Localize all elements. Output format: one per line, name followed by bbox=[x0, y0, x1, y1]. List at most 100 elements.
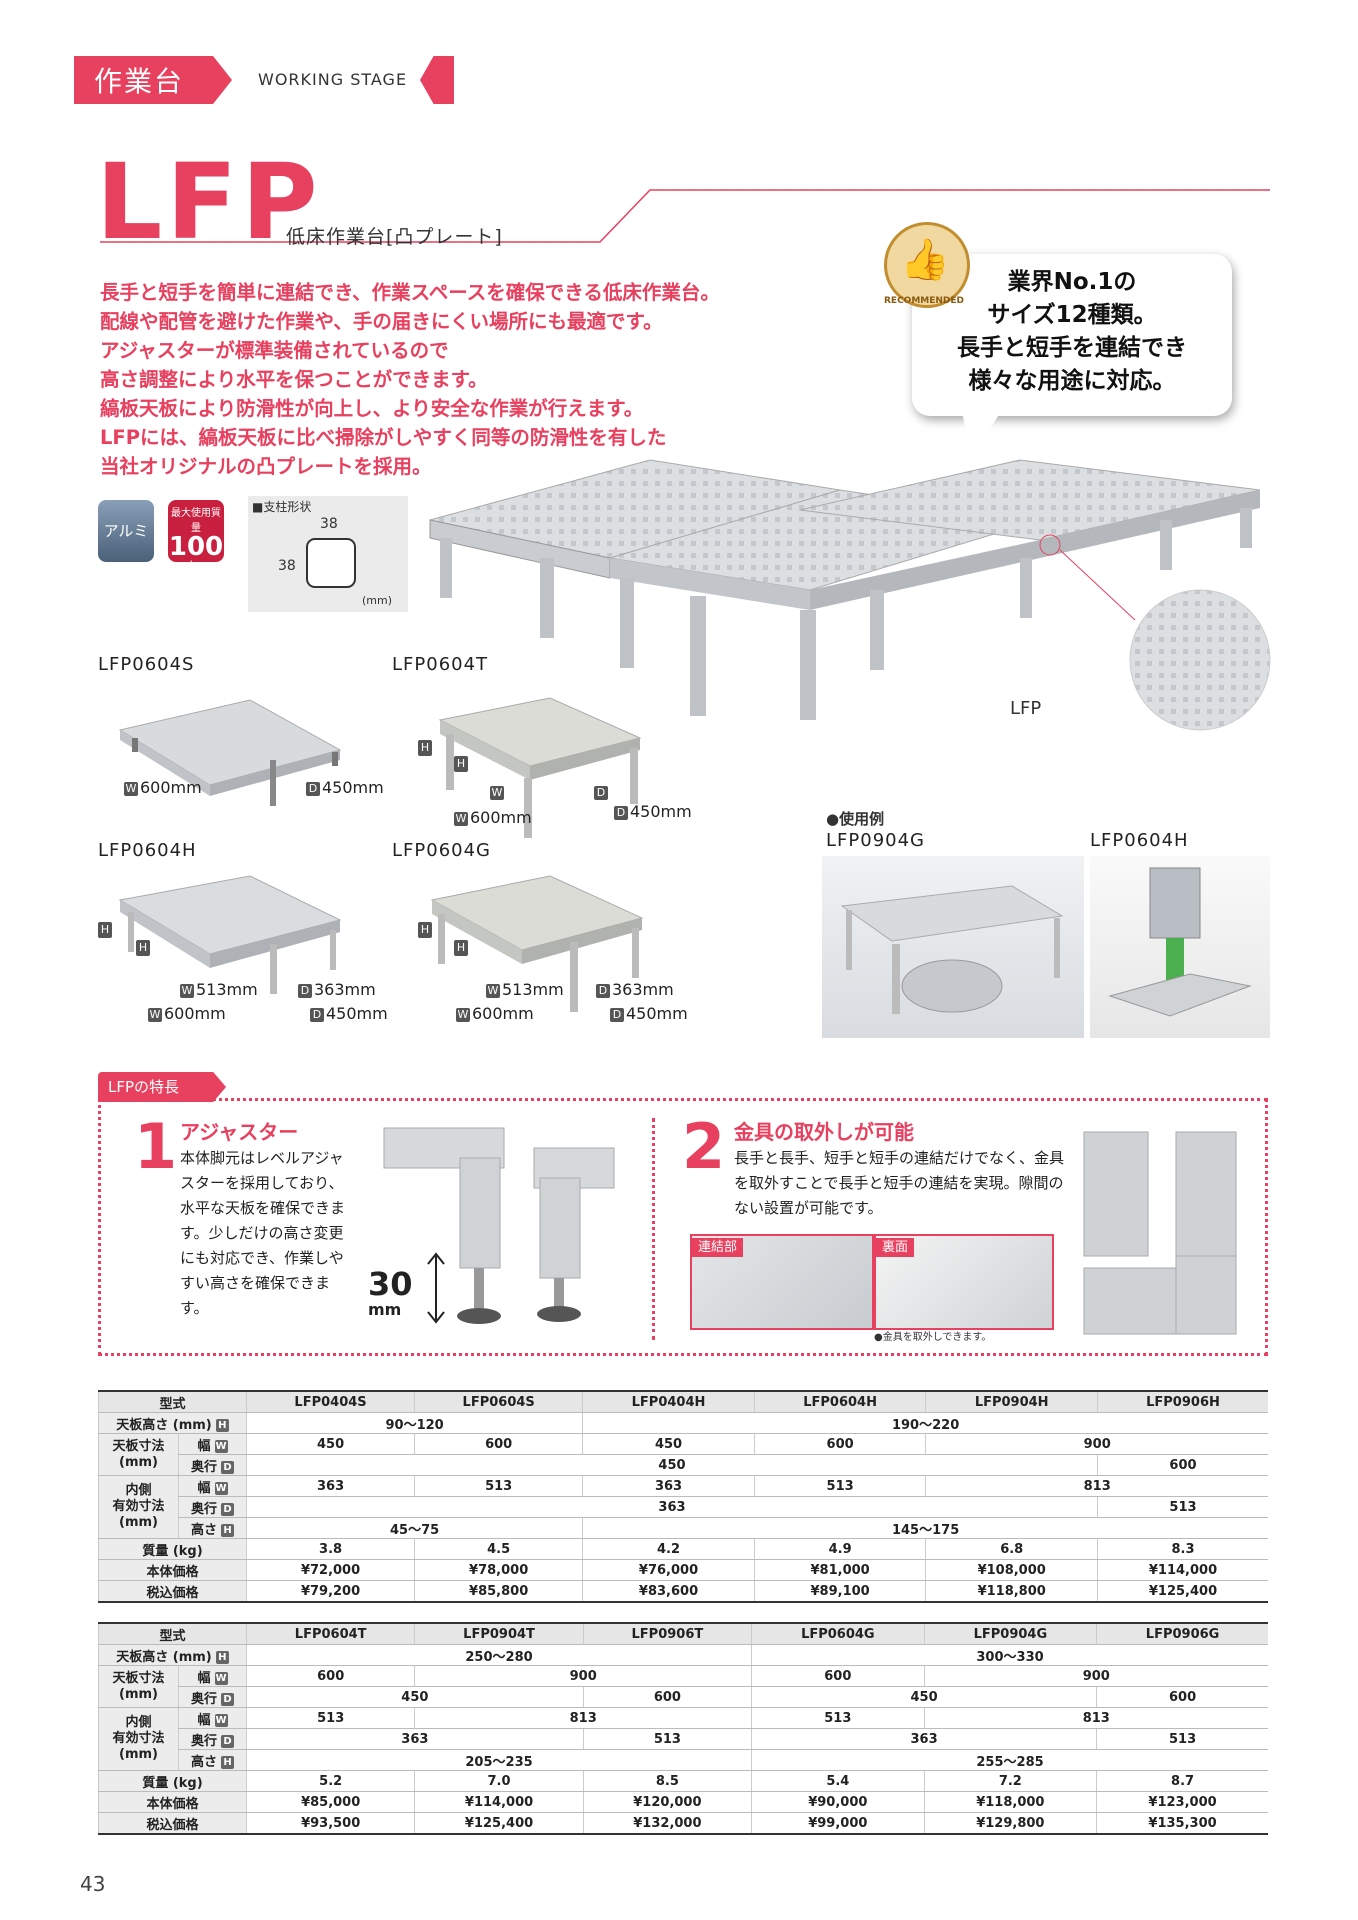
width-tag: W bbox=[214, 1713, 228, 1727]
bubble-line: 業界No.1の bbox=[1007, 269, 1137, 295]
cell: 250〜280 bbox=[245, 1644, 752, 1666]
cell: ¥79,200 bbox=[245, 1580, 415, 1603]
product-description: 長手と短手を簡単に連結でき、作業スペースを確保できる低床作業台。 配線や配管を避… bbox=[100, 278, 820, 481]
underside-tag: 裏面 bbox=[876, 1238, 915, 1257]
depth-tag: D bbox=[596, 983, 610, 998]
cell: ¥99,000 bbox=[751, 1812, 925, 1835]
recommended-seal-icon bbox=[884, 222, 970, 308]
thumbs-up-icon: 👍 bbox=[900, 237, 950, 283]
cell: 900 bbox=[925, 1433, 1268, 1455]
description-line: 配線や配管を避けた作業や、手の届きにくい場所にも最適です。 bbox=[100, 310, 663, 333]
cell: ¥72,000 bbox=[245, 1559, 415, 1581]
cell: 513 bbox=[414, 1475, 583, 1497]
model-name: LFP0604S bbox=[414, 1390, 583, 1413]
row-label-text: 天板高さ (mm) bbox=[116, 1417, 212, 1433]
usage-photo bbox=[822, 856, 1084, 1038]
depth-tag: D bbox=[221, 1502, 234, 1516]
cell: 90〜120 bbox=[245, 1412, 583, 1434]
dim-value: 513mm bbox=[196, 980, 258, 999]
variant-label: LFP0604T bbox=[392, 654, 489, 675]
width-tag: W bbox=[180, 983, 194, 998]
row-label: 本体価格 bbox=[98, 1559, 247, 1581]
usage-label: LFP0604H bbox=[1090, 830, 1189, 851]
model-name: LFP0404H bbox=[582, 1390, 755, 1413]
cell: 8.7 bbox=[1096, 1770, 1268, 1792]
variant-image bbox=[430, 875, 644, 1012]
height-tag: H bbox=[215, 1650, 229, 1664]
cell: 813 bbox=[925, 1475, 1268, 1497]
cell: ¥78,000 bbox=[414, 1559, 583, 1581]
cell: 600 bbox=[582, 1686, 752, 1708]
product-name: LFP bbox=[96, 141, 322, 263]
cell: 7.0 bbox=[414, 1770, 584, 1792]
cell: 450 bbox=[246, 1454, 1098, 1476]
material-badge: アルミ bbox=[98, 500, 154, 562]
row-label-text: 幅 bbox=[197, 1712, 211, 1728]
post-shape-title: ■支柱形状 bbox=[252, 500, 312, 514]
main-product-image bbox=[429, 459, 1271, 731]
feature-title: アジャスター bbox=[180, 1120, 299, 1144]
depth-tag: D bbox=[614, 805, 628, 820]
feature-title: 金具の取外しが可能 bbox=[734, 1120, 914, 1144]
load-unit: kg bbox=[189, 560, 203, 571]
model-name: LFP0904G bbox=[923, 1622, 1097, 1645]
cell: ¥83,600 bbox=[582, 1580, 755, 1603]
cell: ¥114,000 bbox=[414, 1791, 584, 1813]
depth-tag: D bbox=[306, 781, 320, 796]
spec-table-2: 型式 LFP0604T LFP0904T LFP0906T LFP0604G L… bbox=[98, 1622, 1268, 1835]
category-title: 作業台 bbox=[94, 65, 185, 98]
bubble-line: 長手と短手を連結でき bbox=[957, 335, 1187, 361]
feature-note: ●金具を取外しできます。 bbox=[874, 1332, 992, 1343]
dim-value: 450mm bbox=[630, 802, 692, 821]
cell: 450 bbox=[245, 1433, 415, 1455]
page-number: 43 bbox=[80, 1872, 106, 1896]
row-group-label: 天板寸法 (mm) bbox=[98, 1433, 179, 1476]
model-header: 型式 bbox=[98, 1622, 247, 1645]
row-label: 質量 (kg) bbox=[98, 1770, 247, 1792]
underside-photo: 裏面 bbox=[874, 1234, 1054, 1330]
cell: 45〜75 bbox=[245, 1517, 583, 1539]
variant-image bbox=[118, 875, 342, 994]
cell: 5.4 bbox=[751, 1770, 925, 1792]
row-label-text: 幅 bbox=[197, 1670, 211, 1686]
cell: 8.5 bbox=[582, 1770, 752, 1792]
dim-value: 450mm bbox=[322, 778, 384, 797]
feature-body: 長手と長手、短手と短手の連結だけでなく、金具を取外すことで長手と短手の連結を実現… bbox=[734, 1149, 1065, 1217]
cell: 600 bbox=[751, 1665, 925, 1687]
cell: 900 bbox=[923, 1665, 1268, 1687]
row-label-text: 幅 bbox=[197, 1438, 211, 1454]
cell: 363 bbox=[751, 1728, 1097, 1750]
row-label: 天板高さ (mm)H bbox=[98, 1412, 247, 1434]
cell: ¥76,000 bbox=[582, 1559, 755, 1581]
description-line: 当社オリジナルの凸プレートを採用。 bbox=[100, 455, 432, 478]
cell: 190〜220 bbox=[582, 1412, 1268, 1434]
width-tag: W bbox=[486, 983, 500, 998]
load-badge: 最大使用質量 100 kg bbox=[168, 500, 224, 571]
cell: 513 bbox=[1097, 1496, 1268, 1518]
cell: ¥85,000 bbox=[245, 1791, 415, 1813]
height-tag: H bbox=[418, 740, 432, 756]
dim-value: 600mm bbox=[470, 808, 532, 827]
cell: 4.2 bbox=[582, 1538, 755, 1560]
cell: 4.9 bbox=[753, 1538, 926, 1560]
bubble-line: サイズ12種類。 bbox=[987, 302, 1157, 328]
spec-table-1: 型式 LFP0404S LFP0604S LFP0404H LFP0604H L… bbox=[98, 1390, 1268, 1603]
cell: 7.2 bbox=[923, 1770, 1097, 1792]
cell: 145〜175 bbox=[582, 1517, 1268, 1539]
description-line: 長手と短手を簡単に連結でき、作業スペースを確保できる低床作業台。 bbox=[100, 281, 720, 304]
model-name: LFP0904H bbox=[925, 1390, 1098, 1413]
usage-photo bbox=[1090, 856, 1270, 1038]
